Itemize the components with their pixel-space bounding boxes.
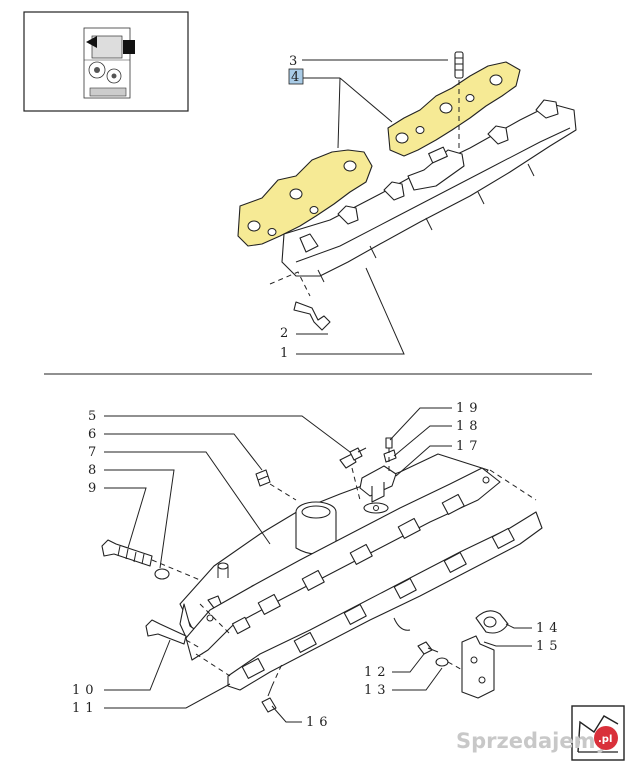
callout-10[interactable]: 10	[72, 683, 99, 698]
exhaust-manifold	[281, 99, 577, 283]
washer-13	[435, 657, 449, 667]
callout-5[interactable]: 5	[88, 409, 101, 424]
flange-mark	[393, 617, 411, 631]
callout-16[interactable]: 16	[306, 715, 333, 730]
lower-callout-lines	[104, 407, 532, 723]
callout-12[interactable]: 12	[364, 665, 391, 680]
bracket-15	[461, 635, 495, 699]
callout-15[interactable]: 15	[536, 639, 563, 654]
callout-4[interactable]: 4	[291, 70, 304, 85]
callout-1[interactable]: 1	[280, 346, 293, 361]
callout-17[interactable]: 17	[456, 439, 483, 454]
callout-8[interactable]: 8	[88, 463, 101, 478]
callout-2[interactable]: 2	[280, 326, 293, 341]
sensor-5	[339, 447, 367, 501]
callout-13[interactable]: 13	[364, 683, 391, 698]
upper-callout-lines	[296, 59, 448, 355]
engine-locator-icon	[23, 11, 189, 112]
manifold-flange	[185, 467, 501, 661]
bolt-12	[417, 641, 467, 673]
callout-6[interactable]: 6	[88, 427, 101, 442]
bracket-17	[359, 437, 397, 514]
callout-18[interactable]: 18	[456, 419, 483, 434]
clamp-14	[475, 610, 509, 634]
watermark-badge	[594, 726, 618, 750]
callout-11[interactable]: 11	[72, 701, 99, 716]
callout-14[interactable]: 14	[536, 621, 563, 636]
callout-7[interactable]: 7	[88, 445, 101, 460]
intake-gasket	[195, 469, 543, 691]
callout-3[interactable]: 3	[289, 54, 302, 69]
gasket-left	[237, 149, 373, 247]
highlight-box	[288, 68, 304, 85]
bolt-upper	[269, 271, 331, 331]
watermark-badge-text: .pl	[598, 734, 612, 745]
gasket-right	[387, 61, 521, 157]
watermark-text: Sprzedajemy	[456, 729, 610, 753]
o-ring-8	[154, 568, 170, 580]
bolt-10	[145, 619, 201, 649]
callout-19[interactable]: 19	[456, 401, 483, 416]
callout-9[interactable]: 9	[88, 481, 101, 496]
screw-6	[255, 469, 297, 501]
bolt-16	[261, 663, 283, 713]
stud	[454, 51, 464, 150]
stud-9	[101, 539, 201, 581]
